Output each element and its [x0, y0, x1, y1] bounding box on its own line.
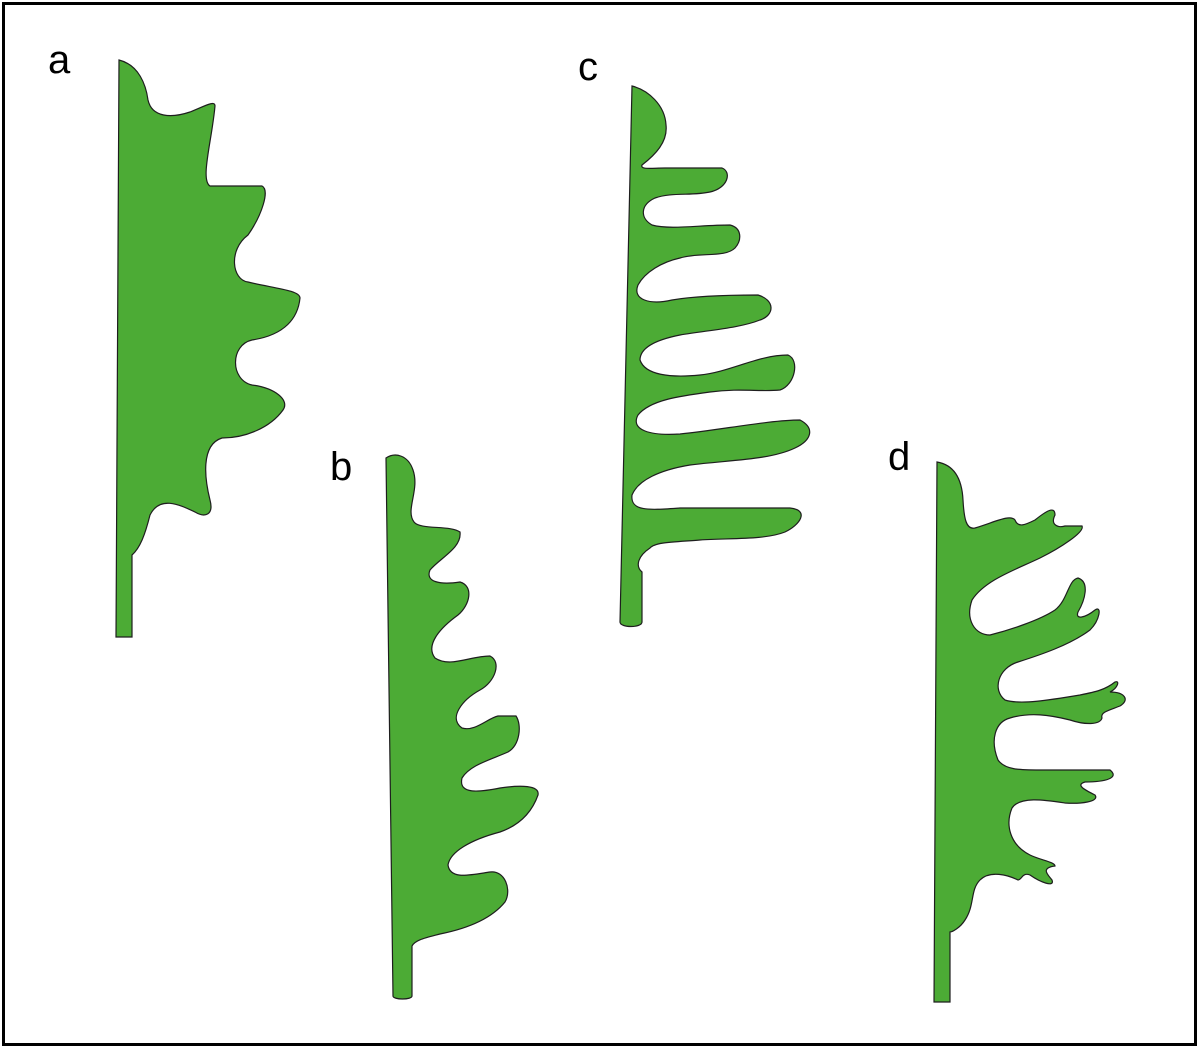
leaf-a — [116, 60, 300, 637]
leaf-d — [934, 462, 1125, 1002]
panel-label-d: d — [888, 435, 910, 479]
leaf-b — [386, 455, 538, 999]
leaf-c — [620, 86, 810, 627]
panel-a: a — [48, 38, 300, 637]
panel-d: d — [888, 435, 1125, 1002]
panel-label-a: a — [48, 38, 71, 82]
panel-c: c — [578, 45, 810, 627]
panel-b: b — [330, 445, 538, 999]
panel-label-b: b — [330, 445, 352, 489]
panel-label-c: c — [578, 45, 598, 89]
